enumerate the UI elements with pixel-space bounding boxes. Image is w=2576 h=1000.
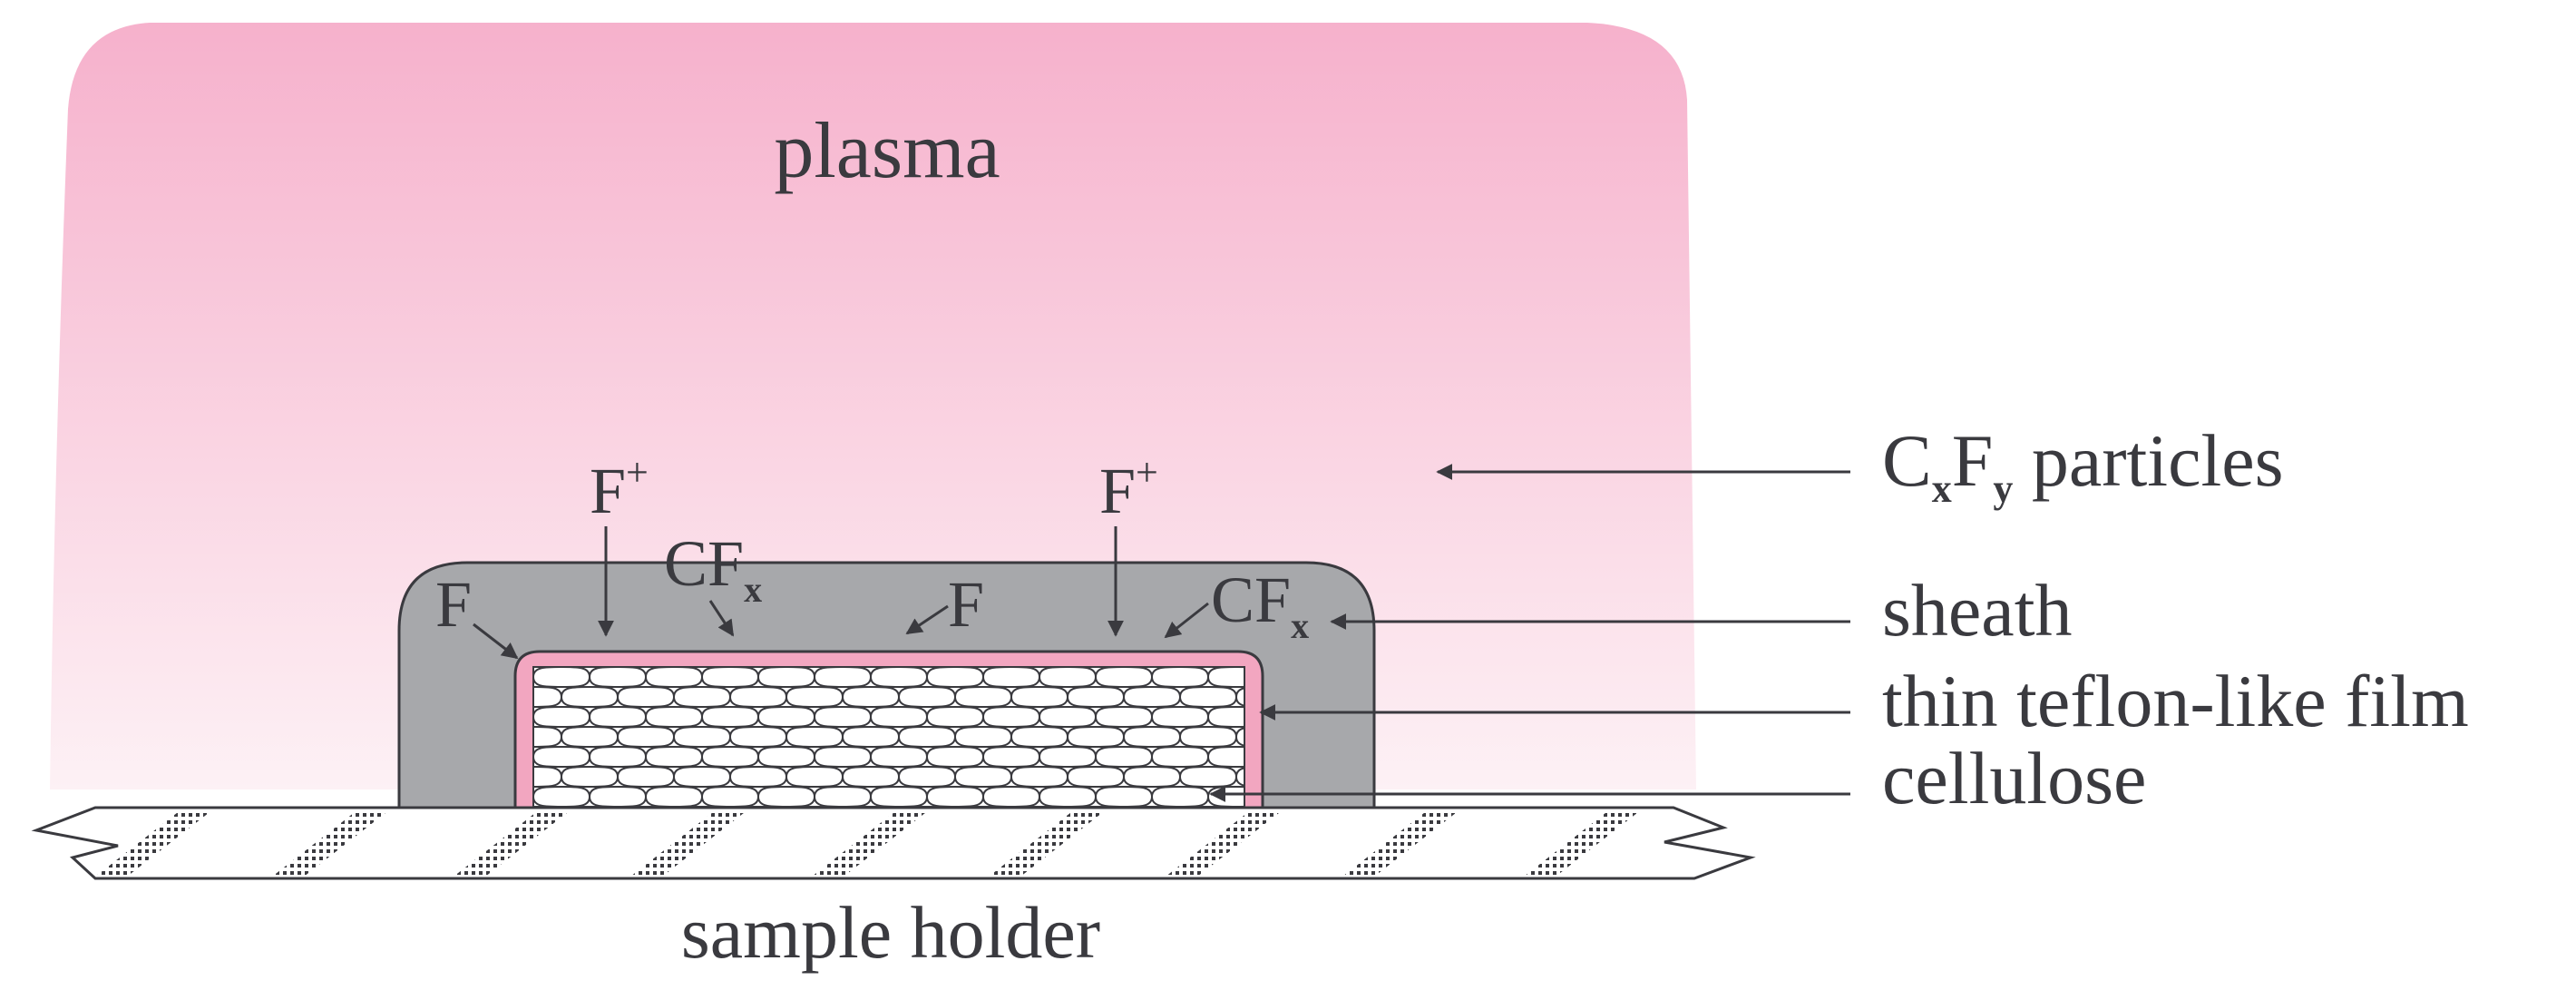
cfx-arrow-right [1164, 602, 1209, 639]
cf-text: CF [664, 527, 744, 600]
holder-hatch-stripe [95, 809, 213, 877]
sample-holder-label: sample holder [681, 891, 1100, 974]
sample-holder [31, 806, 1756, 880]
plus-superscript: + [626, 450, 649, 495]
cfx-label-right: CFx [1211, 564, 1309, 646]
cfx-arrow-left [708, 600, 735, 637]
cf-text: CF [1211, 564, 1291, 636]
particles-label: CxFy particles [1882, 419, 2284, 511]
holder-hatch-stripe [1166, 809, 1283, 877]
holder-hatch-stripe [1524, 809, 1642, 877]
particles-f: F [1952, 419, 1994, 502]
holder-hatch-stripe [454, 809, 571, 877]
particles-rest: particles [2013, 419, 2283, 502]
particles-c: C [1882, 419, 1932, 502]
plus-superscript: + [1136, 450, 1158, 495]
f-arrow-center [905, 604, 949, 635]
sheath-label: sheath [1882, 569, 2072, 652]
f-label-center: F [948, 568, 984, 641]
f-label-left: F [435, 568, 472, 641]
particles-y-subscript: y [1993, 466, 2013, 511]
holder-hatch-stripe [272, 809, 390, 877]
film-label: thin teflon-like film [1882, 660, 2469, 742]
cellulose-label: cellulose [1882, 737, 2146, 819]
plasma-label: plasma [774, 107, 1000, 195]
f-plus-letter: F [590, 455, 626, 527]
holder-hatch-stripe [812, 809, 930, 877]
cellulose-cells [533, 667, 1244, 807]
particles-x-subscript: x [1932, 466, 1952, 511]
cfx-label-left: CFx [664, 527, 762, 610]
holder-hatch-stripe [1342, 809, 1460, 877]
holder-hatch-stripe [989, 809, 1107, 877]
f-plus-letter: F [1099, 455, 1136, 527]
holder-hatch-stripe [630, 809, 748, 877]
f-arrow-left [473, 623, 519, 660]
x-subscript: x [744, 569, 762, 610]
f-plus-label-left: F+ [590, 450, 649, 527]
sample-holder-hatching [95, 809, 1642, 877]
f-plus-label-right: F+ [1099, 450, 1158, 527]
x-subscript: x [1291, 605, 1309, 646]
